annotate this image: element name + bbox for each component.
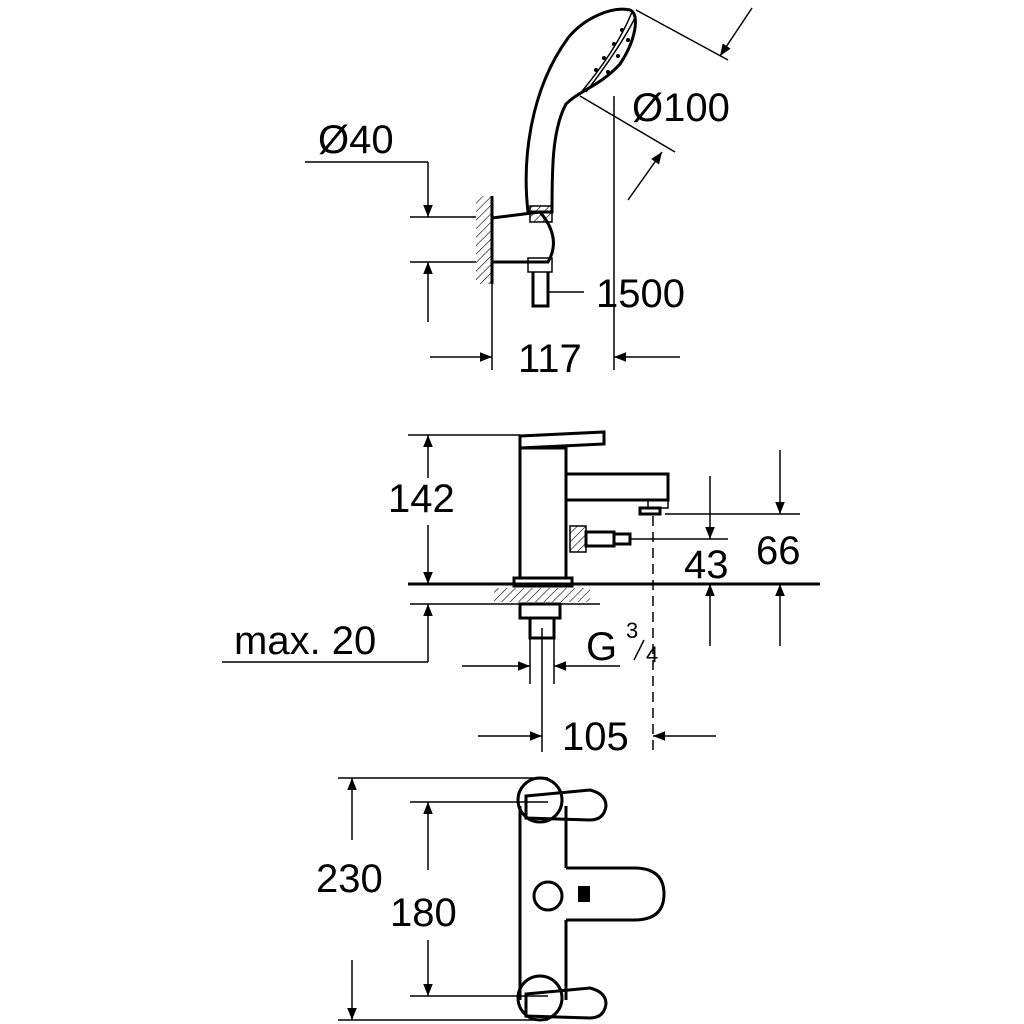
thread-numerator: 3 xyxy=(626,618,638,643)
dim-43: 43 xyxy=(684,543,729,587)
spray-nozzles xyxy=(594,28,630,74)
shower-view: Ø40 Ø100 1500 117 xyxy=(305,7,753,381)
deck-hatch xyxy=(494,588,590,602)
hand-shower xyxy=(524,7,637,214)
dim-max-20: max. 20 xyxy=(234,619,376,663)
dim-230: 230 xyxy=(316,857,383,901)
hose-connector xyxy=(529,205,553,223)
dim-66: 66 xyxy=(756,529,801,573)
mixer-plan-view: 230 180 xyxy=(316,776,666,1022)
mixer-body xyxy=(518,446,568,580)
dim-dia-100: Ø100 xyxy=(632,86,730,130)
spout xyxy=(566,472,670,502)
thread-denominator: 4 xyxy=(646,642,658,667)
wall-hatch xyxy=(476,196,492,284)
dim-142: 142 xyxy=(388,477,455,521)
lever-handle xyxy=(518,430,606,450)
thread-g: G xyxy=(586,625,617,669)
plan-center-knob xyxy=(532,880,564,912)
mixer-side-view: 142 66 43 max. 20 G 3 4 105 xyxy=(222,430,820,759)
dim-117: 117 xyxy=(518,337,582,381)
dim-dia-40: Ø40 xyxy=(318,118,394,162)
dim-105: 105 xyxy=(562,715,629,759)
dim-180: 180 xyxy=(390,891,457,935)
plan-rail xyxy=(518,806,568,1000)
dim-1500: 1500 xyxy=(596,272,685,316)
plan-spout xyxy=(566,866,666,922)
diverter-nut xyxy=(569,525,587,553)
